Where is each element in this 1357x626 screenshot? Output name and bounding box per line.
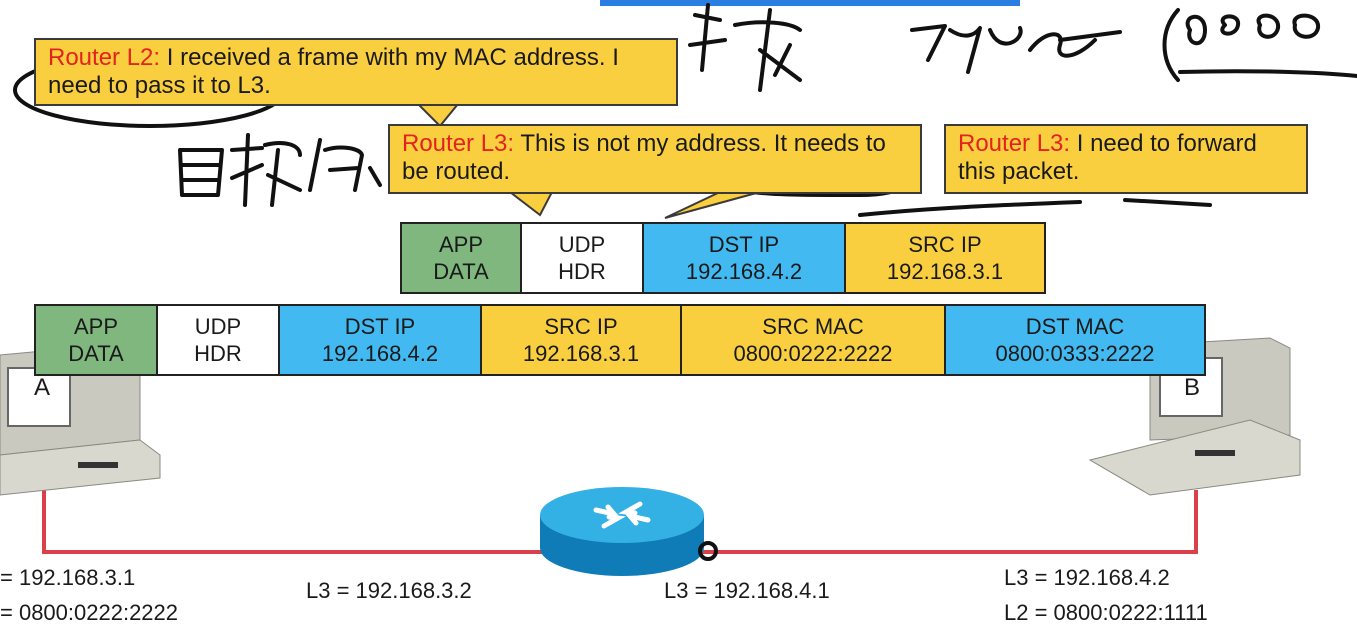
callout-router-l3-forward: Router L3: I need to forward this packet… [944,124,1308,194]
host-a-label: A [34,374,51,401]
link-router-b [700,490,1198,554]
callout-router-l3-routed: Router L3: This is not my address. It ne… [388,124,922,194]
cell-line-2: 0800:0333:2222 [995,341,1155,366]
cell-line-2: 192.168.3.1 [522,341,640,366]
callout-l3b-pointer [664,191,761,219]
cell-line-1: DST IP [708,232,780,257]
cell-line-1: DST MAC [1025,314,1125,339]
cell-line-1: UDP [194,314,242,339]
callout-l3a-who: Router L3: [402,130,515,157]
cell-line-2: HDR [558,259,606,284]
cell-line-2: DATA [433,259,489,284]
callout-l3a-pointer [507,191,554,217]
callout-l3b-who: Router L3: [958,130,1071,157]
cell-line-2: 192.168.3.1 [886,259,1004,284]
cell-line-1: APP [73,314,119,339]
cell-line-2: 0800:0222:2222 [733,341,893,366]
cell-line-1: SRC IP [908,232,982,257]
callout-l3a-text: This is not my address. It needs to be r… [402,130,886,185]
router-left-l3-address: L3 = 192.168.3.2 [306,578,472,603]
host-b-l2-address: L2 = 0800:0222:1111 [1004,600,1208,625]
cell-line-1: APP [438,232,484,257]
router-icon [540,487,704,576]
callout-l2-who: Router L2: [48,44,161,71]
host-a-l2-address: = 0800:0222:2222 [0,600,179,625]
interface-mark-icon [698,541,718,561]
callout-l2-text: I received a frame with my MAC address. … [48,44,619,99]
cell-line-1: UDP [558,232,606,257]
cell-line-1: DST IP [344,314,416,339]
cell-line-2: HDR [194,341,242,366]
cell-line-1: SRC MAC [762,314,864,339]
callout-router-l2: Router L2: I received a frame with my MA… [34,38,678,106]
title-fragment [600,0,1020,6]
link-a-router [42,490,548,554]
cell-line-2: 192.168.4.2 [321,341,439,366]
host-b-label: B [1184,374,1201,401]
cell-line-2: 192.168.4.2 [685,259,803,284]
callout-l3b-text: I need to forward this packet. [958,130,1257,185]
router-right-l3-address: L3 = 192.168.4.1 [664,578,830,603]
host-a-l3-address: = 192.168.3.1 [0,565,136,590]
cell-line-2: DATA [68,341,124,366]
host-b-l3-address: L3 = 192.168.4.2 [1004,565,1170,590]
cell-line-1: SRC IP [544,314,618,339]
callout-l2-pointer [415,103,461,128]
